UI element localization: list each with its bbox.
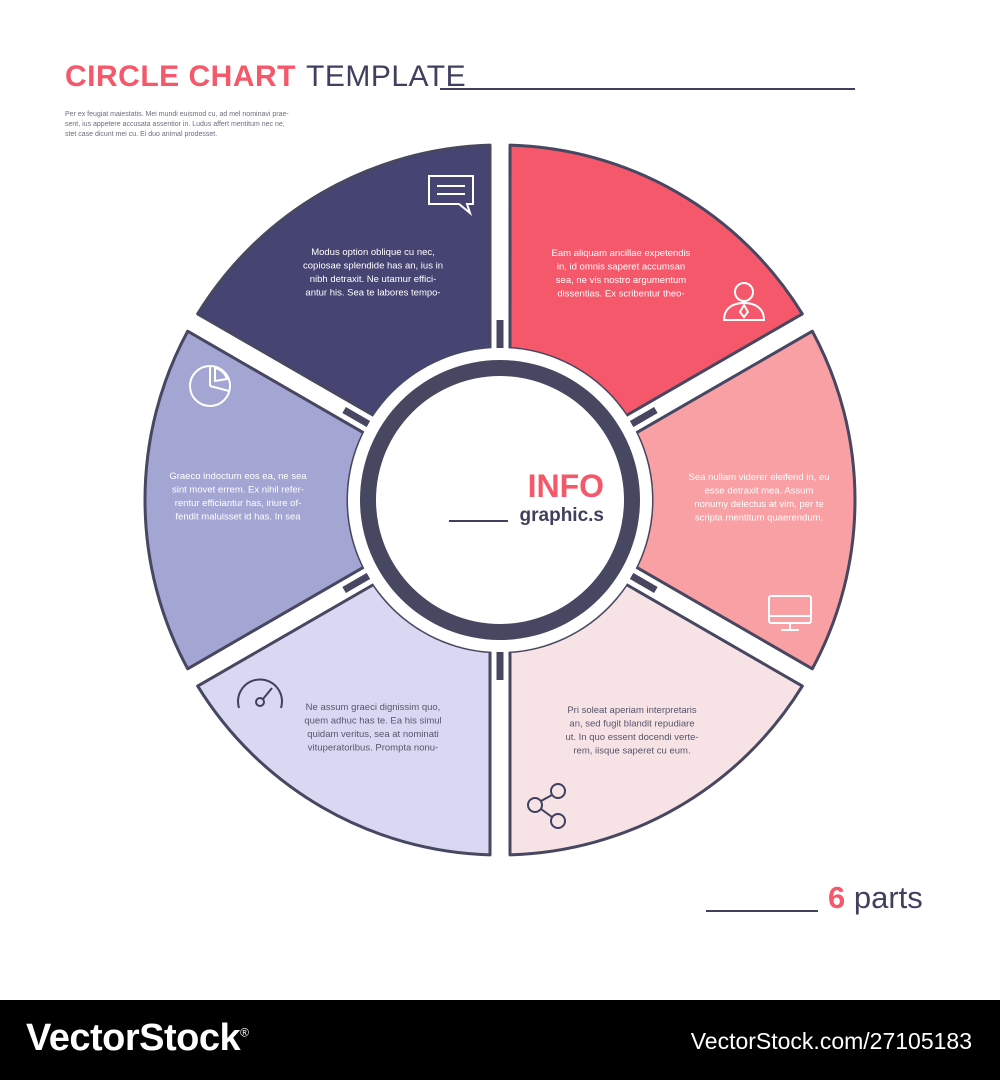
intro-text: Per ex feugiat maiestatis. Mei mundi eui…: [65, 110, 310, 140]
circle-chart: Eam aliquam ancillae expetendis in, id om…: [143, 143, 857, 857]
share-icon: [527, 783, 566, 829]
segment-text-line: sint movet errem. Ex nihil refer-: [172, 485, 304, 496]
segment-text-line: Pri soleat aperiam interpretaris: [567, 705, 697, 716]
segment-text-line: copiosae splendide has an, ius in: [303, 261, 443, 272]
segment-text-line: nonumy delectus at vim, per te: [694, 499, 823, 510]
segment-text-line: ut. In quo essent docendi verte-: [565, 732, 698, 743]
segment-text-line: Sea nullam viderer eleifend in, eu: [688, 472, 829, 483]
parts-label: 6 parts: [828, 880, 923, 916]
segment-text-line: quidam veritus, sea at nominati: [307, 729, 438, 740]
footer-logo: VectorStock®: [26, 1017, 249, 1060]
segment-text-5: Graeco indoctum eos ea, ne sea sint movet…: [169, 471, 307, 523]
segment-text-line: antur his. Sea te labores tempo-: [305, 288, 440, 299]
speedometer-icon: [237, 678, 283, 709]
chart-title: CIRCLE CHART TEMPLATE: [65, 60, 466, 94]
title-rule: [440, 88, 855, 90]
segment-text-1: Eam aliquam ancillae expetendis in, id om…: [552, 248, 691, 300]
segments-layer: [143, 143, 857, 857]
intro-line: stet case dicunt mei cu. Ei duo animal p…: [65, 131, 218, 138]
parts-count: 6: [828, 880, 846, 915]
footer-bar: VectorStock® VectorStock.com/27105183: [0, 1000, 1000, 1080]
segment-text-3: Pri soleat aperiam interpretaris an, sed …: [565, 705, 698, 757]
segment-text-line: scripta mentitum quaerendum.: [695, 513, 823, 524]
segment-text-line: an, sed fugit blandit repudiare: [569, 719, 694, 730]
segment-text-line: dissentias. Ex scribentur theo-: [557, 289, 684, 300]
segment-text-line: quem adhuc has te. Ea his simul: [304, 716, 441, 727]
intro-line: sent, ius appetere accusata assentior in…: [65, 121, 285, 128]
hub-center: [376, 376, 624, 624]
center-subtitle: graphic.s: [520, 505, 604, 526]
center-title: INFO: [528, 468, 604, 504]
segment-text-2: Sea nullam viderer eleifend in, eu esse d…: [688, 472, 829, 524]
title-accent: CIRCLE CHART: [65, 60, 296, 93]
footer-id: VectorStock.com/27105183: [690, 1028, 972, 1054]
segment-text-line: in, id omnis saperet accumsan: [557, 262, 685, 273]
segment-text-line: Modus option oblique cu nec,: [311, 247, 435, 258]
segment-text-line: rem, iisque saperet cu eum.: [573, 746, 690, 757]
segment-text-4: Ne assum graeci dignissim quo, quem adhuc…: [304, 702, 441, 754]
pie-chart-icon: [189, 365, 231, 407]
footer-logo-text: VectorStock: [26, 1017, 241, 1059]
segment-text-line: esse detraxit mea. Assum: [705, 486, 814, 497]
parts-text: parts: [853, 880, 923, 915]
title-rest: TEMPLATE: [306, 60, 467, 93]
footer-reg: ®: [240, 1025, 249, 1040]
user-icon: [722, 282, 766, 321]
parts-rule: [706, 910, 818, 912]
chat-icon: [428, 175, 474, 216]
segment-text-line: Graeco indoctum eos ea, ne sea: [169, 471, 307, 482]
segment-text-layer: Eam aliquam ancillae expetendis in, id om…: [169, 247, 829, 757]
segment-text-6: Modus option oblique cu nec, copiosae spl…: [303, 247, 443, 299]
segment-text-line: fendit maluisset id has. In sea: [175, 512, 301, 523]
segment-text-line: vituperatoribus. Prompta nonu-: [308, 743, 438, 754]
intro-line: Per ex feugiat maiestatis. Mei mundi eui…: [65, 111, 289, 118]
segment-text-line: Eam aliquam ancillae expetendis: [552, 248, 691, 259]
segment-text-line: nibh detraxit. Ne utamur effici-: [310, 274, 437, 285]
segment-text-line: sea, ne vis nostro argumentum: [556, 275, 687, 286]
segment-text-line: rentur efficiantur has, iriure of-: [175, 498, 302, 509]
monitor-icon: [768, 595, 812, 631]
segment-text-line: Ne assum graeci dignissim quo,: [306, 702, 441, 713]
